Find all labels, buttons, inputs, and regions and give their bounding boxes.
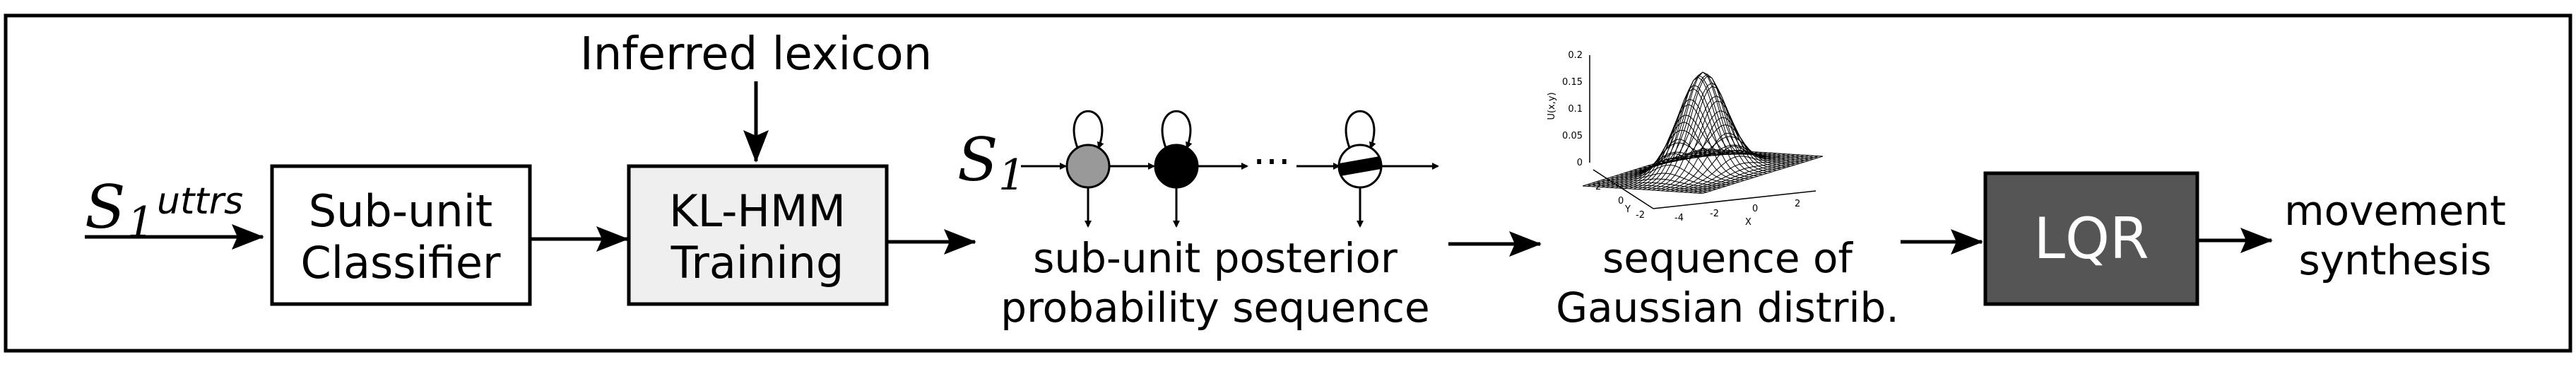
- training-block: KL-HMM Training: [627, 164, 889, 306]
- mesh-line: [1679, 154, 1800, 192]
- gaussian-caption-line2: Gaussian distrib.: [1556, 284, 1899, 332]
- z-tick: 0.05: [1562, 131, 1583, 141]
- training-label-line1: KL-HMM: [669, 185, 846, 237]
- z-axis-label: U(x,y): [1547, 92, 1557, 120]
- z-tick: 0: [1577, 158, 1583, 168]
- mesh-line: [1698, 156, 1819, 194]
- diagram-frame: [4, 13, 2572, 353]
- mesh-line: [1674, 154, 1795, 192]
- mesh-line: [1587, 184, 1708, 192]
- input-symbol: S: [85, 173, 126, 242]
- gaussian-caption-line1: sequence of: [1602, 234, 1853, 282]
- mesh-line: [1702, 156, 1824, 194]
- z-tick: 0.15: [1562, 77, 1583, 88]
- hmm-chain: S 1 ···: [957, 110, 1439, 228]
- hmm-self-loop: [1345, 110, 1376, 149]
- mesh-line: [1651, 86, 1773, 191]
- lexicon-label: Inferred lexicon: [580, 28, 932, 81]
- lqr-block: LQR: [1983, 171, 2199, 306]
- x-tick: -2: [1710, 209, 1719, 219]
- x-tick: 2: [1795, 199, 1800, 209]
- input-label: S 1 uttrs: [85, 173, 243, 247]
- posterior-caption-line1: sub-unit posterior: [1033, 234, 1398, 282]
- gaussian-surface-plot: 0.2 0.15 0.1 0.05 0 U(x,y) Y X 2 0 -2 -4…: [1547, 50, 1824, 228]
- y-tick: 0: [1618, 196, 1624, 206]
- mesh-line: [1647, 75, 1768, 190]
- hmm-self-loop: [1073, 110, 1104, 149]
- y-tick: 2: [1595, 182, 1601, 192]
- x-axis-label: X: [1745, 217, 1751, 228]
- mesh-line: [1684, 154, 1804, 193]
- mesh-line: [1638, 76, 1759, 177]
- hmm-state-black: [1154, 144, 1199, 189]
- z-tick: 0.2: [1568, 50, 1583, 61]
- mesh-line: [1624, 122, 1744, 181]
- classifier-label-line2: Classifier: [300, 237, 501, 289]
- z-axis-ticks: 0.2 0.15 0.1 0.05 0: [1562, 50, 1583, 168]
- z-tick: 0.1: [1568, 104, 1583, 115]
- x-tick: -4: [1674, 213, 1684, 223]
- y-axis-label: Y: [1624, 204, 1631, 215]
- output-label-line1: movement: [2284, 187, 2506, 235]
- hmm-subscript: 1: [998, 151, 1025, 200]
- mesh-line: [1619, 139, 1740, 182]
- lqr-label: LQR: [2033, 206, 2149, 272]
- mesh-line: [1643, 71, 1763, 175]
- mesh-line: [1665, 133, 1786, 192]
- mesh-line: [1642, 71, 1763, 190]
- input-subscript: 1: [127, 198, 154, 247]
- hmm-self-loop: [1161, 110, 1193, 149]
- mesh-line: [1689, 155, 1809, 193]
- hmm-ellipsis: ···: [1253, 139, 1290, 185]
- mesh-line: [1614, 153, 1735, 184]
- mesh-line: [1601, 178, 1722, 188]
- output-label-line2: synthesis: [2298, 236, 2491, 284]
- mesh-line: [1605, 173, 1726, 187]
- mesh-line: [1582, 185, 1703, 194]
- mesh-line: [1693, 155, 1814, 194]
- mesh-line: [1610, 164, 1731, 185]
- classifier-label-line1: Sub-unit: [309, 185, 493, 237]
- input-suffix: uttrs: [157, 180, 243, 223]
- hmm-state-gray: [1065, 144, 1111, 189]
- gaussian-mesh: [1582, 71, 1824, 194]
- mesh-line: [1596, 181, 1717, 190]
- classifier-block: Sub-unit Classifier: [270, 164, 532, 306]
- mesh-line: [1670, 146, 1791, 192]
- y-tick: -2: [1636, 210, 1645, 221]
- hmm-state-striped: [1337, 144, 1383, 189]
- mesh-line: [1610, 150, 1731, 188]
- training-label-line2: Training: [670, 237, 844, 289]
- mesh-line: [1633, 88, 1754, 178]
- mesh-line: [1592, 182, 1713, 191]
- hmm-symbol: S: [957, 125, 998, 194]
- x-tick: 0: [1752, 204, 1758, 214]
- mesh-line: [1661, 117, 1782, 192]
- posterior-caption-line2: probability sequence: [1000, 284, 1429, 332]
